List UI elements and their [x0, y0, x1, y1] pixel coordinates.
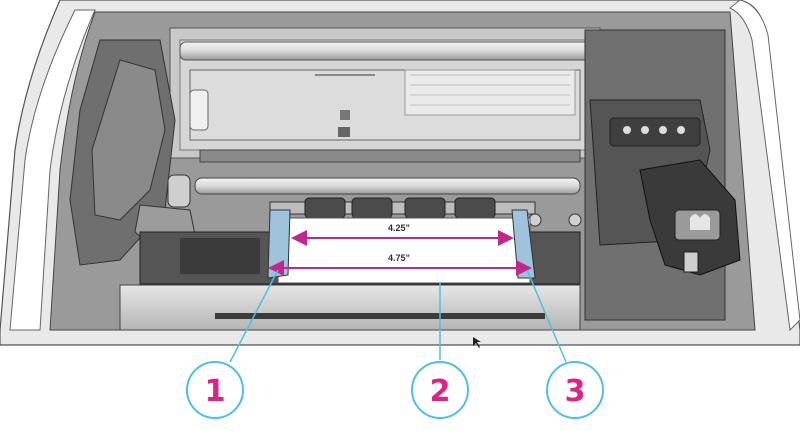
callout-1-leader: [229, 269, 279, 363]
callout-3: 3: [546, 361, 604, 419]
callout-1-number: 1: [205, 374, 226, 409]
left-carriage: [69, 39, 196, 266]
callout-3-number: 3: [565, 374, 586, 409]
inner-width-label: 4.25”: [388, 223, 410, 233]
callout-2-number: 2: [430, 374, 451, 409]
outer-width-label: 4.75”: [388, 253, 410, 263]
right-cartridge-holder: [584, 29, 741, 321]
callout-3-leader: [526, 269, 567, 363]
callout-2: 2: [411, 361, 469, 419]
feed-roller-shaft: [269, 197, 582, 227]
callout-1: 1: [186, 361, 244, 419]
cursor-icon: [473, 337, 481, 348]
